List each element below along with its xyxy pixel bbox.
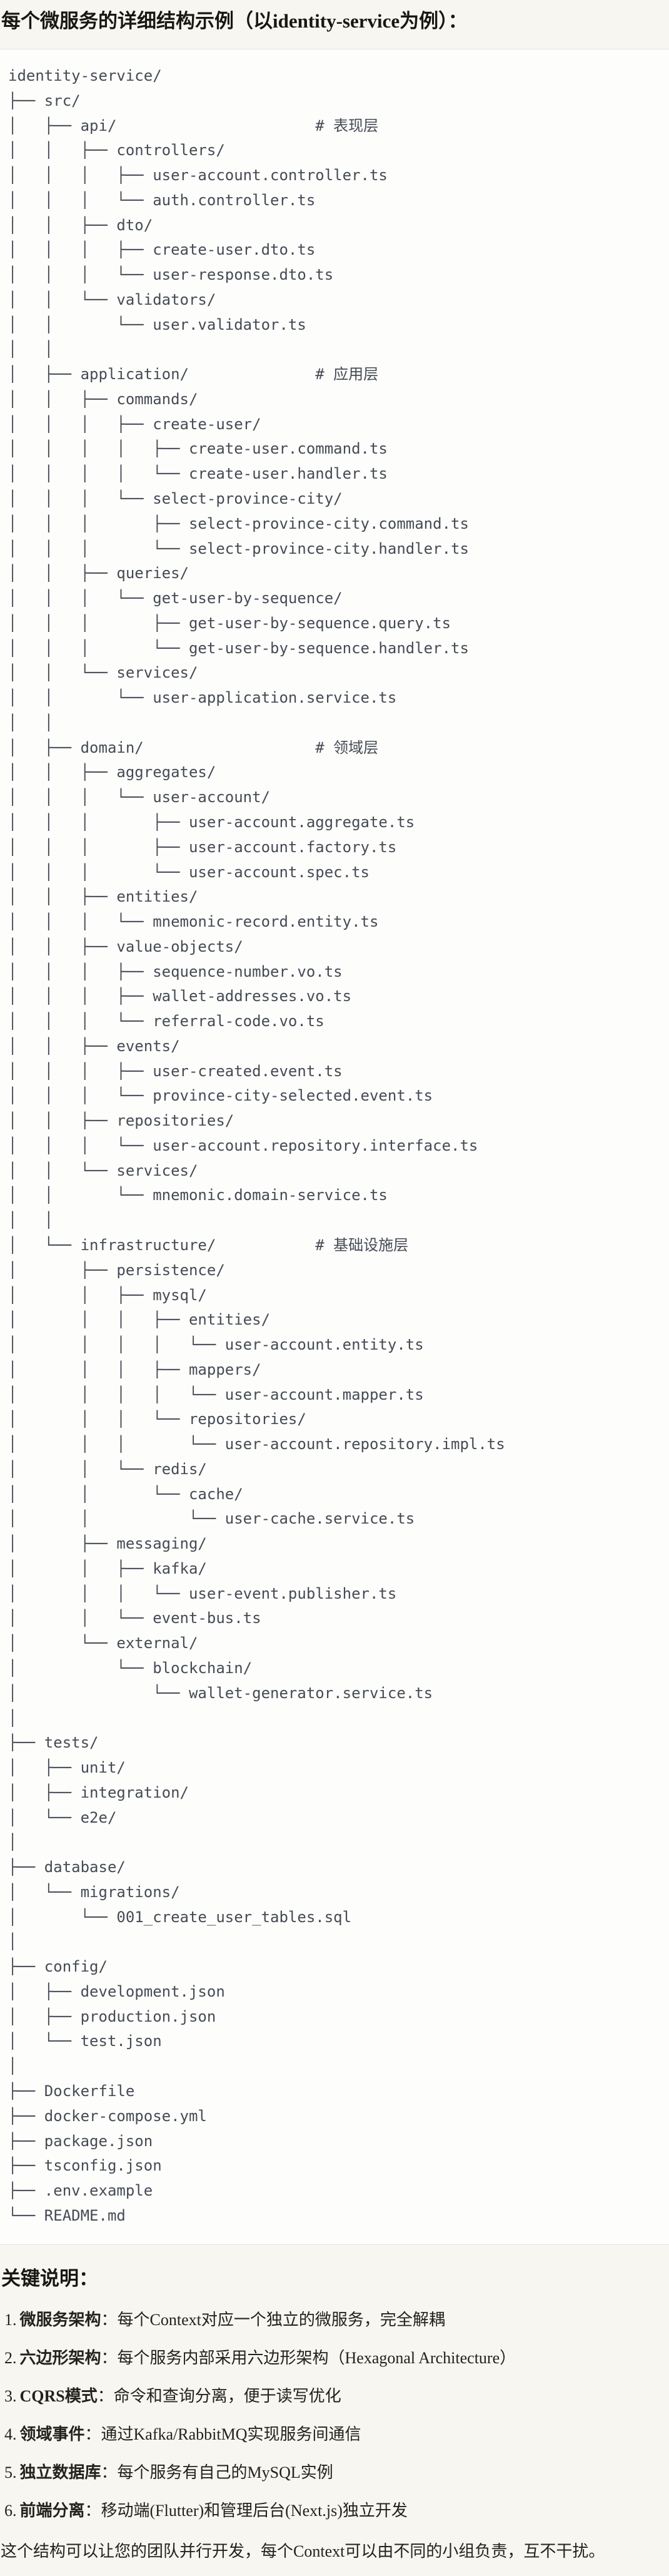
note-number: 1. xyxy=(4,2310,17,2329)
note-number: 2. xyxy=(4,2348,17,2367)
note-item-4: 4.领域事件：通过Kafka/RabbitMQ实现服务间通信 xyxy=(4,2422,669,2447)
note-item-5: 5.独立数据库：每个服务有自己的MySQL实例 xyxy=(4,2460,669,2485)
note-item-1: 1.微服务架构：每个Context对应一个独立的微服务，完全解耦 xyxy=(4,2308,669,2333)
page-title: 每个微服务的详细结构示例（以identity-service为例）： xyxy=(1,10,468,32)
note-number: 6. xyxy=(4,2501,17,2520)
note-term: CQRS模式 xyxy=(19,2386,98,2405)
note-item-6: 6.前端分离：移动端(Flutter)和管理后台(Next.js)独立开发 xyxy=(4,2498,669,2523)
notes-list: 1.微服务架构：每个Context对应一个独立的微服务，完全解耦 2.六边形架构… xyxy=(0,2308,669,2523)
note-description: ：每个服务有自己的MySQL实例 xyxy=(101,2463,333,2482)
note-item-2: 2.六边形架构：每个服务内部采用六边形架构（Hexagonal Architec… xyxy=(4,2346,669,2371)
note-description: ：每个服务内部采用六边形架构（Hexagonal Architecture） xyxy=(101,2348,516,2367)
notes-heading: 关键说明： xyxy=(1,2267,98,2289)
note-term: 独立数据库 xyxy=(19,2463,101,2482)
note-term: 领域事件 xyxy=(19,2425,85,2443)
note-description: ：移动端(Flutter)和管理后台(Next.js)独立开发 xyxy=(84,2501,408,2520)
note-term: 六边形架构 xyxy=(19,2348,101,2367)
directory-tree: identity-service/ ├── src/ │ ├── api/ # … xyxy=(0,49,669,2245)
note-number: 5. xyxy=(4,2463,17,2482)
note-number: 4. xyxy=(4,2425,17,2443)
note-description: ：通过Kafka/RabbitMQ实现服务间通信 xyxy=(84,2425,361,2443)
note-term: 微服务架构 xyxy=(19,2310,101,2329)
note-description: ：每个Context对应一个独立的微服务，完全解耦 xyxy=(101,2310,445,2329)
note-term: 前端分离 xyxy=(19,2501,85,2520)
note-description: ：命令和查询分离，便于读写优化 xyxy=(97,2386,341,2405)
note-item-3: 3.CQRS模式：命令和查询分离，便于读写优化 xyxy=(4,2384,669,2409)
note-number: 3. xyxy=(4,2386,17,2405)
closing-paragraph: 这个结构可以让您的团队并行开发，每个Context可以由不同的小组负责，互不干扰… xyxy=(1,2542,605,2560)
